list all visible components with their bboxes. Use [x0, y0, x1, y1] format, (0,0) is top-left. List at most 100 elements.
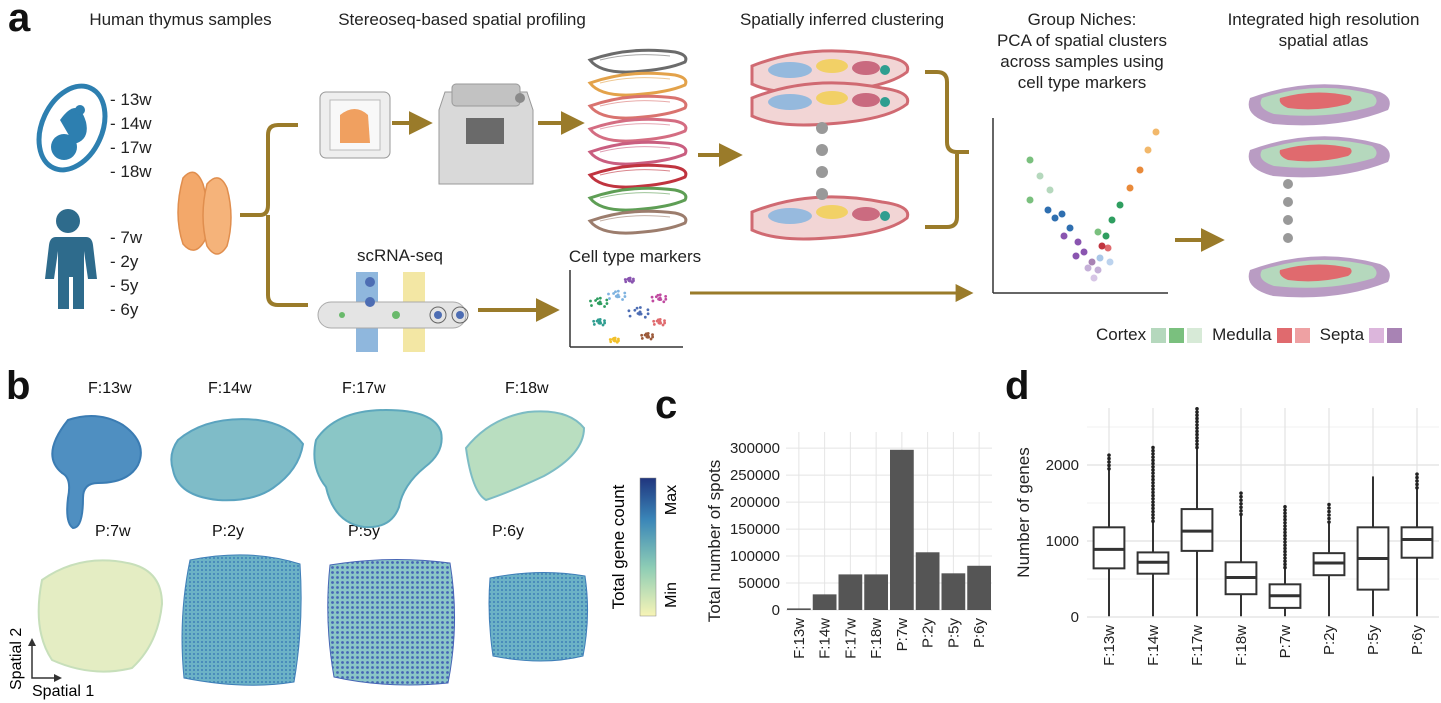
pca-point [1152, 128, 1160, 136]
c-bar [864, 574, 888, 610]
d-outlier [1327, 509, 1331, 514]
umap-clusters [569, 270, 683, 348]
d-outlier [1107, 460, 1111, 464]
d-outlier [1415, 486, 1419, 490]
sample-title-p2y: P:2y [212, 523, 245, 540]
sample-title-f14w: F:14w [208, 380, 252, 397]
pca-point [1026, 156, 1034, 164]
d-outlier [1151, 516, 1155, 520]
spatial-map-p7w [37, 559, 164, 673]
c-xtick-label: P:6y [971, 618, 988, 649]
d-outlier [1283, 556, 1287, 560]
legend-cortex-swatch-3 [1187, 327, 1203, 343]
cryostat-machine-icon [438, 83, 534, 185]
d-outlier [1151, 509, 1155, 514]
d-outlier [1327, 502, 1331, 507]
c-ytick-label: 300000 [730, 440, 780, 457]
d-outlier [1415, 482, 1419, 487]
profiling-title: Stereoseq-based spatial profiling [338, 10, 586, 29]
c-ytick-label: 150000 [730, 521, 780, 538]
legend-medulla-swatch-1 [1276, 327, 1292, 343]
spatial-maps: Total gene count Max Min Spatial 1 Spati… [8, 408, 680, 700]
pca-point [1104, 244, 1112, 252]
c-ylabel: Total number of spots [705, 460, 724, 623]
pca-point [1108, 216, 1116, 224]
d-outlier [1151, 506, 1155, 511]
pca-point [1080, 248, 1088, 256]
d-outlier [1327, 516, 1331, 521]
d-ylabel: Number of genes [1014, 447, 1033, 577]
d-box [1224, 491, 1258, 617]
colorbar-min: Min [663, 582, 680, 608]
pca-point [1090, 274, 1098, 282]
cryo-block-icon [319, 91, 391, 159]
d-outlier [1151, 519, 1155, 524]
c-ytick-label: 250000 [730, 467, 780, 484]
c-bar [812, 594, 837, 610]
d-outlier [1151, 455, 1155, 459]
tissue-slice [587, 117, 688, 143]
d-xtick-label: P:7w [1277, 625, 1294, 659]
legend-medulla-swatch-2 [1294, 327, 1310, 343]
atlas-stack [1248, 84, 1390, 298]
tissue-slice [587, 140, 688, 166]
d-outlier [1151, 493, 1155, 498]
c-xtick-label: P:2y [920, 618, 937, 649]
d-outlier [1151, 513, 1155, 517]
d-outlier [1151, 480, 1155, 485]
d-outlier [1283, 559, 1287, 563]
colorbar-max: Max [663, 485, 680, 515]
d-outlier [1151, 477, 1155, 482]
postnatal-age-5y: - 5y [110, 276, 139, 295]
fetal-age-17w: - 17w [110, 138, 152, 157]
d-outlier [1151, 464, 1155, 469]
d-box [1312, 502, 1346, 617]
d-outlier [1107, 453, 1111, 457]
pca-point [1126, 184, 1134, 192]
legend-septa-swatch-2 [1387, 327, 1403, 343]
d-outlier [1151, 458, 1155, 463]
d-outlier [1151, 503, 1155, 508]
pca-point [1046, 186, 1054, 194]
pca-point [1036, 172, 1044, 180]
d-outlier [1283, 511, 1287, 515]
tissue-slice [587, 48, 688, 74]
region-legend: Cortex Medulla Septa [1096, 324, 1403, 346]
panel-d-label: d [1005, 364, 1030, 408]
thymus-icon [177, 171, 232, 255]
d-outlier [1195, 423, 1199, 427]
sample-title-p7w: P:7w [95, 523, 131, 540]
d-outlier [1195, 432, 1199, 437]
d-outlier [1327, 513, 1331, 517]
pca-point [1094, 266, 1102, 274]
d-outlier [1195, 436, 1199, 440]
niches-title-line4: cell type markers [1017, 73, 1147, 92]
pca-point [1136, 166, 1144, 174]
spatial-map-f17w [313, 408, 443, 529]
pca-point [1060, 232, 1068, 240]
pca-point [1051, 214, 1059, 222]
c-ytick-label: 200000 [730, 494, 780, 511]
atlas-title-line2: spatial atlas [1278, 31, 1369, 50]
gene-count-colorbar [639, 477, 657, 617]
atlas-title-line1: Integrated high resolution [1227, 10, 1420, 29]
tissue-slice [587, 71, 688, 97]
spatial-axis-2-label: Spatial 2 [8, 628, 25, 690]
d-outlier [1151, 484, 1155, 488]
d-outlier [1415, 472, 1419, 476]
d-outlier [1283, 543, 1287, 547]
d-outlier [1283, 517, 1287, 522]
legend-septa-label: Septa [1319, 325, 1365, 344]
pca-point [1066, 224, 1074, 232]
tissue-slices-stack [587, 48, 688, 235]
d-outlier [1283, 524, 1287, 528]
postnatal-age-7w: - 7w [110, 228, 143, 247]
d-outlier [1151, 461, 1155, 466]
d-outlier [1195, 419, 1199, 424]
c-xtick-label: P:7w [894, 618, 911, 652]
d-outlier [1415, 475, 1419, 480]
d-xtick-label: P:6y [1409, 625, 1426, 656]
legend-septa-swatch-1 [1369, 327, 1385, 343]
niches-title-line3: across samples using [1000, 52, 1164, 71]
panel-a-label: a [8, 0, 31, 40]
